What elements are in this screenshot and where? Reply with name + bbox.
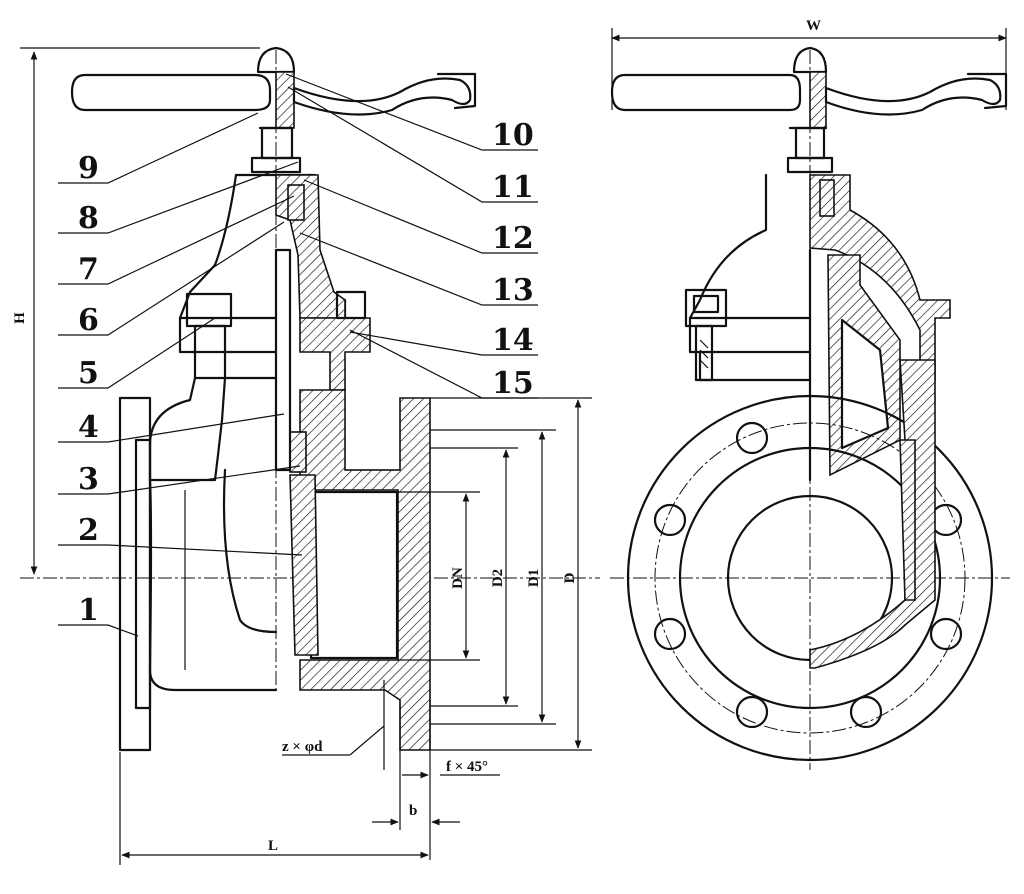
front-section-view: 9 8 7 6 5 4 3 2 1 10 11 12 13 14 15 H D xyxy=(12,46,600,865)
flange-side xyxy=(626,359,994,762)
bonnet-front xyxy=(178,126,347,320)
dim-L-label: L xyxy=(268,838,278,854)
part-label-5: 5 xyxy=(78,356,99,391)
part-label-14: 14 xyxy=(492,323,534,358)
part-label-4: 4 xyxy=(78,410,99,445)
dimensions-front: H DN D2 D1 D z × φd xyxy=(12,47,592,865)
part-label-1: 1 xyxy=(78,593,99,628)
dim-chamfer-label: f × 45° xyxy=(446,759,488,775)
part-label-15: 15 xyxy=(492,366,534,401)
part-label-7: 7 xyxy=(78,252,99,287)
dim-DN-label: DN xyxy=(450,567,466,589)
leader-lines-front xyxy=(58,73,538,637)
handwheel-side xyxy=(610,46,1008,130)
body-flange-front xyxy=(178,290,371,391)
part-label-11: 11 xyxy=(492,170,534,205)
dim-D2-label: D2 xyxy=(490,569,506,587)
wedge-side xyxy=(808,248,901,482)
part-label-8: 8 xyxy=(78,201,99,236)
part-labels: 9 8 7 6 5 4 3 2 1 10 11 12 13 14 15 xyxy=(78,118,534,628)
part-label-9: 9 xyxy=(78,151,99,186)
dim-H-label: H xyxy=(12,312,28,324)
valve-body-front xyxy=(118,248,431,752)
part-label-10: 10 xyxy=(492,118,534,153)
part-label-6: 6 xyxy=(78,303,99,338)
part-label-13: 13 xyxy=(492,273,534,308)
part-label-12: 12 xyxy=(492,221,534,256)
dim-W-label: W xyxy=(806,18,821,34)
dim-D1-label: D1 xyxy=(526,569,542,587)
dim-b-label: b xyxy=(409,803,417,819)
dim-D-label: D xyxy=(562,572,578,583)
dim-bolt-holes-label: z × φd xyxy=(282,739,323,755)
part-label-2: 2 xyxy=(78,513,99,548)
bonnet-side xyxy=(684,126,951,382)
part-label-3: 3 xyxy=(78,462,99,497)
handwheel-front xyxy=(70,46,477,130)
side-section-view: W xyxy=(610,18,1010,770)
